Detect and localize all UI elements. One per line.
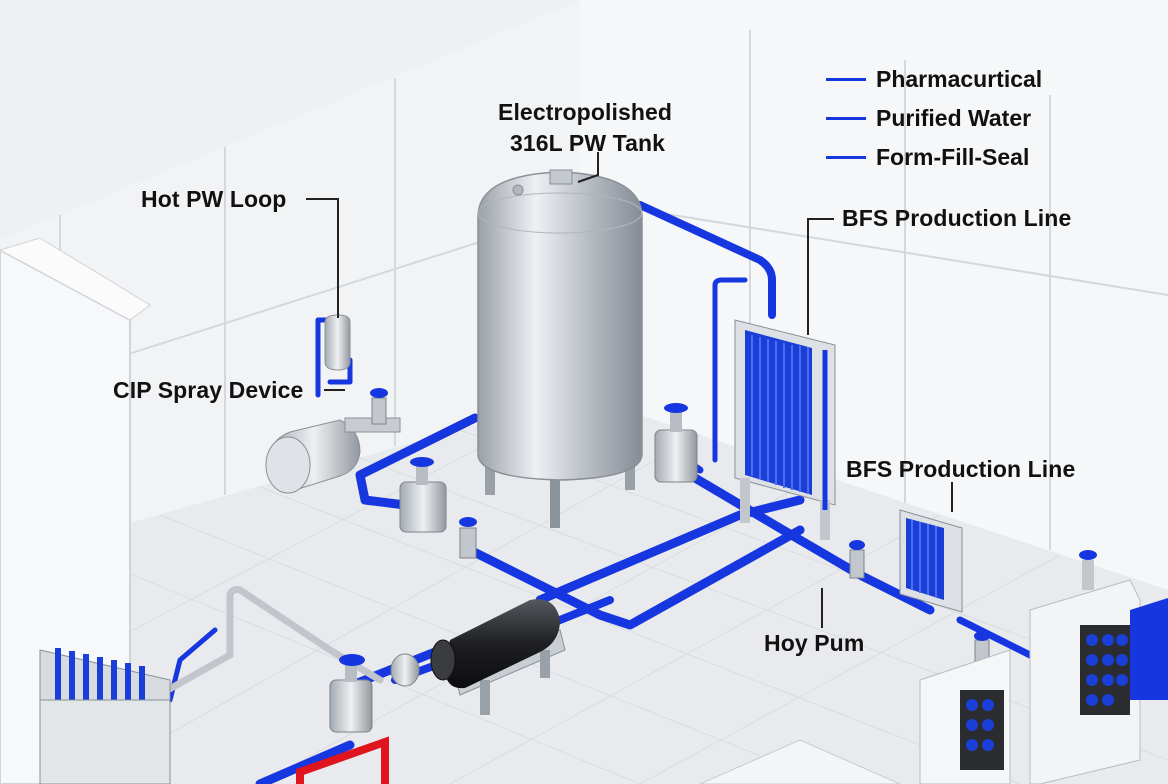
valve-icon	[370, 388, 388, 425]
pipe-grey-left	[146, 586, 384, 704]
cip-spray-label: CIP Spray Device	[113, 377, 304, 403]
legend-item: Purified Water	[826, 99, 1042, 138]
plate-heat-exchanger-icon	[39, 648, 171, 784]
legend-label: Pharmacurtical	[876, 66, 1043, 92]
pump-motor-icon	[390, 599, 566, 715]
storage-tank-icon	[477, 169, 643, 528]
pipe-red	[296, 736, 389, 784]
tank-title-line1: Electropolished	[498, 99, 673, 125]
valve-icon	[329, 654, 373, 733]
back-wall-left	[0, 0, 580, 560]
bfs-line-upper-label: BFS Production Line	[842, 205, 1072, 231]
cip-spray-device-icon	[265, 417, 401, 494]
small-vessel-icon	[324, 314, 351, 371]
valve-icon	[459, 517, 477, 559]
back-wall-right	[580, 0, 1168, 590]
legend-item: Form-Fill-Seal	[826, 138, 1042, 177]
legend-item: Pharmacurtical	[826, 60, 1042, 99]
hot-pw-loop-label: Hot PW Loop	[141, 186, 287, 212]
valve-icon	[654, 403, 698, 483]
leader-lines	[306, 152, 953, 628]
plate-heat-exchanger-icon	[899, 509, 963, 613]
tank-title-line2: 316L PW Tank	[510, 130, 666, 156]
valve-icon	[849, 540, 865, 579]
legend: Pharmacurtical Purified Water Form-Fill-…	[826, 60, 1042, 177]
hoy-pum-label: Hoy Pum	[764, 630, 865, 656]
legend-label: Form-Fill-Seal	[876, 144, 1030, 170]
bfs-machine-icon	[699, 550, 1168, 784]
bfs-line-lower-label: BFS Production Line	[846, 456, 1076, 482]
legend-swatch	[826, 117, 866, 120]
legend-label: Purified Water	[876, 105, 1032, 131]
legend-swatch	[826, 78, 866, 81]
legend-swatch	[826, 156, 866, 159]
plate-heat-exchanger-icon	[734, 319, 836, 540]
valve-icon	[399, 457, 447, 533]
